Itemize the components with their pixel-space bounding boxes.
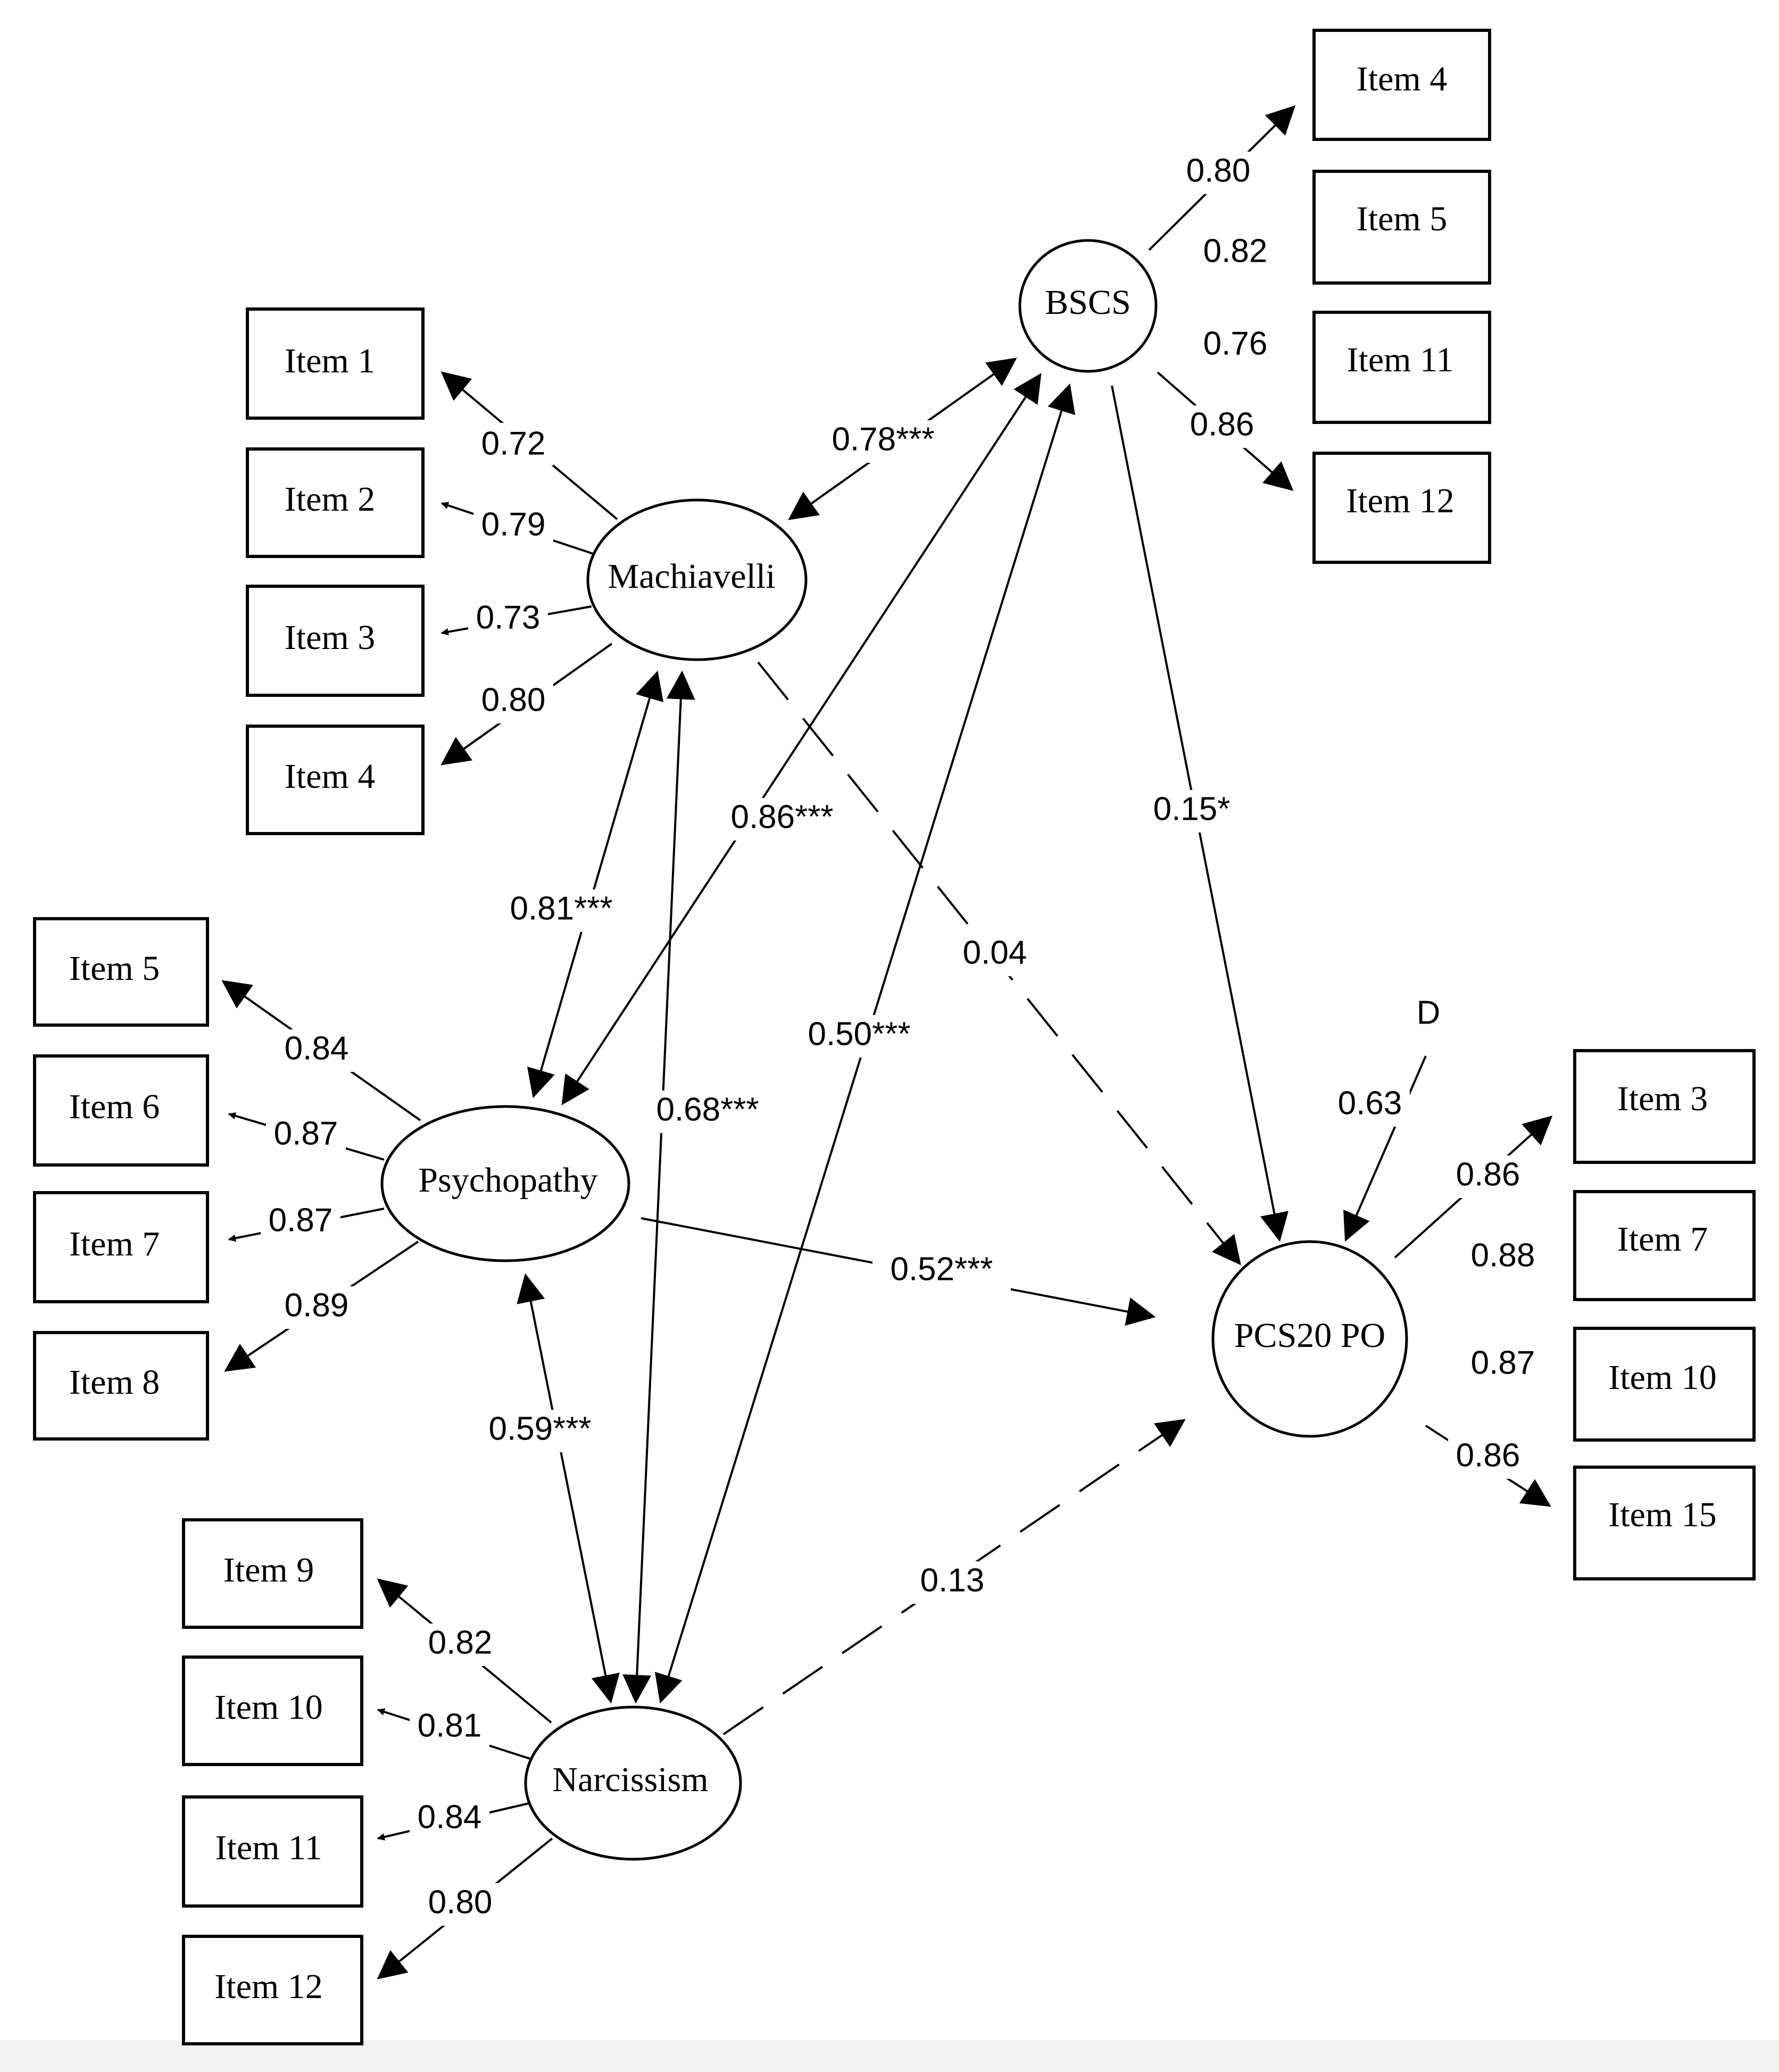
loading-pcs-item10: 0.87 <box>1471 1344 1535 1381</box>
item-label: Item 5 <box>69 949 160 988</box>
path-d-pcs: 0.63 <box>1338 1085 1402 1121</box>
latent-nodes: Machiavelli BSCS Psychopathy Narcissism … <box>380 239 1441 1861</box>
item-box <box>1573 1190 1756 1301</box>
coefficient-labels: 0.72 0.79 0.73 0.80 0.84 0.87 0.87 0.89 … <box>261 152 1535 1926</box>
loading-pcs-item15: 0.86 <box>1456 1437 1520 1474</box>
loading-bscs-item12: 0.86 <box>1190 406 1254 443</box>
corr-mach-narc: 0.68*** <box>656 1091 759 1128</box>
edge-corr-psy-narc <box>517 1273 620 1704</box>
item-label: Item 12 <box>214 1967 322 2006</box>
node-psychopathy: Psychopathy <box>380 1105 630 1262</box>
item-label: Item 6 <box>69 1087 160 1126</box>
node-psychopathy-label: Psychopathy <box>418 1161 597 1200</box>
node-bscs-label: BSCS <box>1045 283 1130 322</box>
item-label: Item 3 <box>1617 1079 1708 1118</box>
item-box <box>246 725 425 835</box>
pcs20po-items: Item 3 Item 7 Item 10 Item 15 <box>1573 1049 1756 1580</box>
item-label: Item 1 <box>285 342 375 380</box>
item-box <box>1312 29 1491 141</box>
item-box <box>1573 1049 1756 1164</box>
item-label: Item 7 <box>1617 1220 1708 1259</box>
path-mach-pcs: 0.04 <box>963 934 1027 971</box>
corr-psy-bscs: 0.86*** <box>730 798 833 835</box>
item-box <box>1312 311 1491 424</box>
node-machiavelli-label: Machiavelli <box>608 557 775 596</box>
node-machiavelli: Machiavelli <box>586 498 808 661</box>
item-label: Item 4 <box>1357 60 1447 98</box>
corr-mach-bscs: 0.78*** <box>832 421 934 457</box>
node-pcs20po-label: PCS20 PO <box>1234 1316 1385 1355</box>
node-narcissism-label: Narcissism <box>552 1760 708 1799</box>
bscs-items: Item 4 Item 5 Item 11 Item 12 <box>1312 29 1491 564</box>
node-pcs20po: PCS20 PO <box>1211 1240 1408 1438</box>
corr-narc-bscs: 0.50*** <box>808 1016 910 1052</box>
loading-mach-item3: 0.73 <box>476 599 541 636</box>
node-bscs: BSCS <box>1018 239 1158 373</box>
edge-path-d-pcs <box>1343 1055 1427 1242</box>
path-psy-pcs: 0.52*** <box>890 1251 993 1287</box>
item-label: Item 8 <box>69 1363 160 1402</box>
loading-bscs-item5: 0.82 <box>1203 232 1268 269</box>
item-box <box>1573 1466 1756 1580</box>
item-box <box>182 1935 363 2045</box>
edge-corr-psy-bscs <box>561 373 1042 1105</box>
loading-mach-item4: 0.80 <box>481 681 546 718</box>
loading-bscs-item11: 0.76 <box>1203 325 1268 362</box>
path-narc-pcs: 0.13 <box>920 1562 985 1599</box>
psychopathy-items: Item 5 Item 6 Item 7 Item 8 <box>33 917 209 1441</box>
item-label: Item 12 <box>1346 481 1454 520</box>
loading-psy-item6: 0.87 <box>274 1115 338 1152</box>
item-box <box>33 1331 209 1441</box>
loading-bscs-item4: 0.80 <box>1186 152 1251 189</box>
loading-psy-item7: 0.87 <box>269 1202 333 1238</box>
loading-pcs-item7: 0.88 <box>1471 1237 1535 1274</box>
item-box <box>1573 1327 1756 1442</box>
item-label: Item 11 <box>1347 340 1454 379</box>
item-label: Item 10 <box>214 1688 322 1727</box>
item-box <box>1312 170 1491 285</box>
corr-psy-narc: 0.59*** <box>488 1410 591 1447</box>
edge-corr-mach-psy <box>527 670 664 1099</box>
loading-pcs-item3: 0.86 <box>1456 1156 1520 1193</box>
loading-narc-item11: 0.84 <box>418 1799 482 1835</box>
item-label: Item 15 <box>1608 1495 1716 1534</box>
item-box <box>246 447 425 558</box>
edge-corr-mach-narc <box>622 670 695 1704</box>
item-box <box>182 1655 363 1766</box>
item-label: Item 10 <box>1608 1358 1716 1397</box>
item-label: Item 9 <box>223 1551 314 1590</box>
item-label: Item 2 <box>285 480 375 519</box>
item-label: Item 5 <box>1357 199 1447 238</box>
node-narcissism: Narcissism <box>524 1705 742 1861</box>
corr-mach-psy: 0.81*** <box>510 890 612 927</box>
item-box <box>33 917 209 1027</box>
loading-narc-item10: 0.81 <box>418 1707 482 1744</box>
node-disturbance-label: D <box>1417 994 1441 1031</box>
loading-mach-item2: 0.79 <box>481 506 546 543</box>
loading-psy-item5: 0.84 <box>285 1030 349 1067</box>
item-box <box>246 585 425 697</box>
path-bscs-pcs: 0.15* <box>1153 790 1231 827</box>
item-label: Item 7 <box>69 1225 160 1263</box>
loading-narc-item12: 0.80 <box>428 1884 493 1920</box>
edge-path-narc-pcs <box>722 1419 1186 1735</box>
loading-narc-item9: 0.82 <box>428 1624 493 1661</box>
item-box <box>1312 452 1491 564</box>
item-box <box>246 307 425 420</box>
item-label: Item 11 <box>215 1828 322 1867</box>
loading-mach-item1: 0.72 <box>481 425 546 462</box>
item-box <box>182 1795 363 1908</box>
item-label: Item 4 <box>285 757 375 796</box>
item-box <box>182 1518 363 1629</box>
narcissism-items: Item 9 Item 10 Item 11 Item 12 <box>182 1518 363 2045</box>
item-box <box>33 1191 209 1303</box>
item-label: Item 3 <box>285 618 375 657</box>
item-box <box>33 1054 209 1167</box>
machiavelli-items: Item 1 Item 2 Item 3 Item 4 <box>246 307 425 835</box>
loading-psy-item8: 0.89 <box>285 1287 349 1324</box>
